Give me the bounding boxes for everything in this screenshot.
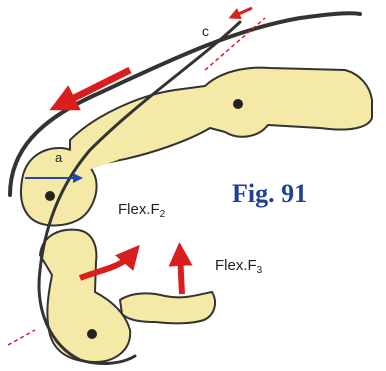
marker-c-arrow xyxy=(234,8,252,16)
flexor-f2-label: Flex.F2 xyxy=(118,201,166,220)
distal-phalanx xyxy=(40,230,130,362)
distal-joint-dot xyxy=(87,329,97,339)
marker-c: c xyxy=(202,23,209,39)
proximal-phalanx xyxy=(70,68,372,164)
figure-title: Fig. 91 xyxy=(232,179,307,208)
guide-line-bottom xyxy=(8,330,35,345)
flexor-f3-label: Flex.F3 xyxy=(215,257,263,276)
sesamoid-piece xyxy=(120,292,215,323)
middle-joint-dot xyxy=(45,191,55,201)
marker-a: a xyxy=(55,150,63,165)
flexor-f3-arrow xyxy=(180,254,182,294)
extension-arrow xyxy=(62,70,130,104)
proximal-joint-dot xyxy=(233,99,243,109)
